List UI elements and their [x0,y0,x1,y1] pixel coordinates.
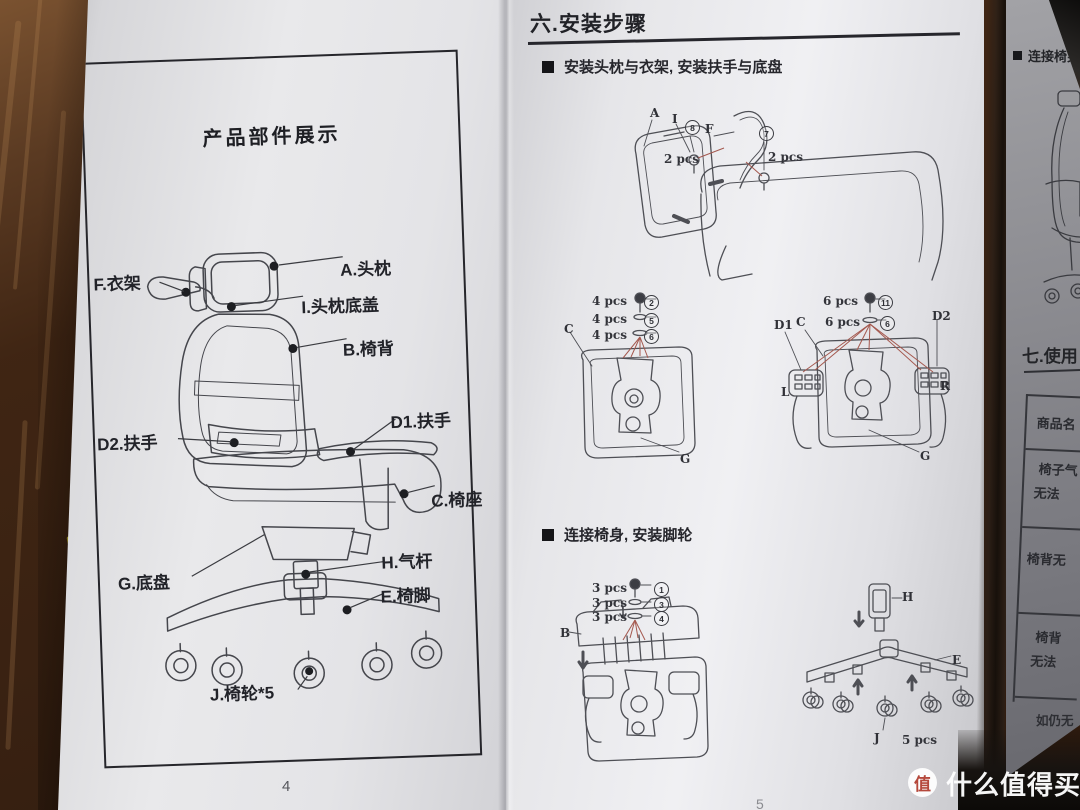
diag5-label-j: J [874,731,880,745]
table-row-divider [1025,448,1080,453]
table-row-divider [1022,525,1080,531]
step-1-title: 安装头枕与衣架, 安装扶手与底盘 [564,59,783,76]
diagram-base-casters [802,583,974,731]
part-label-seat: C.椅座 [430,490,483,511]
diag2-label-c: C [564,322,574,336]
diag3-label-g: G [920,449,931,463]
left-page: 产品部件展示 [58,0,506,810]
part-label-base: E.椅脚 [380,585,431,607]
diag2-hardware-2: 2 [644,295,659,310]
diag5-label-h: H [902,590,914,604]
diagram-armrests [784,292,950,453]
section-header-usage: 七.使用 [1022,347,1078,366]
parts-display-box: 产品部件展示 [79,49,483,769]
diag3-hardware-6: 6 [880,316,895,331]
smzdm-watermark-text: 什么值得买 [946,770,1080,800]
diag4-hardware-1: 1 [654,582,669,597]
smzdm-badge-icon: 值 [908,768,937,797]
diag2-qty-3: 4 pcs [592,328,627,342]
part-label-gas-lift: H.气杆 [381,551,433,573]
diag1-qty-left: 2 pcs [664,152,699,166]
middle-page-number: 5 [756,796,764,810]
part-label-casters: J.椅轮*5 [209,683,275,705]
table-row-divider [1014,695,1077,701]
diag4-hardware-3: 3 [654,597,669,612]
page-fold-crease [498,0,514,810]
usage-header-underline [1023,369,1080,373]
part-label-backrest: B.椅背 [342,339,395,360]
table-cell: 椅子气 [1038,461,1079,479]
diagram-backrest-connect [568,578,709,762]
step-bullet-icon [1013,51,1022,60]
diag1-label-i: I [672,112,678,126]
right-chair-diagram [1043,90,1080,304]
diag4-qty-3: 3 pcs [592,610,627,624]
diag2-qty-2: 4 pcs [592,312,627,326]
right-step-title: 连接椅身与 [1028,49,1080,64]
diag4-hardware-4: 4 [654,611,669,626]
table-row-divider [1018,611,1080,617]
middle-page: 六.安装步骤 安装头枕与衣架, 安装扶手与底盘 [506,0,984,810]
diag1-label-f: F [705,122,714,136]
step-bullet-icon [542,60,554,73]
part-label-headrest: A.头枕 [339,259,392,280]
parts-box-title: 产品部件展示 [202,123,341,151]
diagram-headrest-hanger [634,110,944,281]
part-label-armrest-d2: D2.扶手 [96,433,158,455]
right-step: 连接椅身与 [1013,46,1080,65]
label-anchor-dots [181,261,409,676]
table-cell: 椅背无 [1026,551,1067,568]
part-label-hanger: F.衣架 [93,273,142,295]
leader-lines [159,256,435,690]
table-cell: 无法 [1033,485,1061,502]
part-label-chassis: G.底盘 [117,572,171,594]
right-page: 连接椅身与 七.使用 商品名 椅子气 无法 椅背 [1006,0,1080,778]
table-header-cell: 商品名 [1036,415,1077,433]
table-cell: 无法 [1030,653,1057,670]
diag3-label-r: R [940,379,950,393]
diag3-label-l: L [781,385,790,399]
diag3-label-c: C [796,315,806,329]
diag2-hardware-5: 5 [644,313,659,328]
diag3-qty-1: 6 pcs [823,294,858,308]
table-footnote: 如仍无 [1036,714,1074,728]
diag5-qty: 5 pcs [902,733,937,747]
diag3-label-d2: D2 [932,309,951,323]
diag1-hardware-7: 7 [759,126,774,141]
wood-grain-streak [5,420,28,750]
diag5-label-e: E [952,653,962,667]
diag3-qty-2: 6 pcs [825,315,860,329]
diag3-hardware-11: 11 [878,295,893,310]
troubleshooting-table: 商品名 椅子气 无法 椅背无 椅背 无法 [1012,394,1080,705]
chair-side-view-diagram [146,251,443,690]
left-page-number: 4 [282,778,291,795]
step-bullet-icon [542,528,554,541]
diag4-label-b: B [560,626,571,640]
table-cell: 椅背 [1035,629,1062,646]
diag2-label-g: G [680,452,691,466]
diag2-hardware-6: 6 [644,329,659,344]
diag1-hardware-8: 8 [685,120,700,135]
section-header-assembly: 六.安装步骤 [530,13,647,36]
part-label-armrest-d1: D1.扶手 [390,411,452,433]
diagram-seat-mechanism [569,292,696,459]
step-2: 连接椅身, 安装脚轮 [542,524,692,545]
diag3-label-d1: D1 [774,318,793,332]
diag4-qty-2: 3 pcs [592,596,627,610]
diag4-qty-1: 3 pcs [592,581,627,595]
diag1-label-a: A [650,106,660,120]
part-label-headrest-cover: I.头枕底盖 [301,295,380,318]
step-2-title: 连接椅身, 安装脚轮 [564,527,693,544]
diag1-qty-right: 2 pcs [768,150,803,164]
diag2-qty-1: 4 pcs [592,294,627,308]
step-1: 安装头枕与衣架, 安装扶手与底盘 [542,56,782,77]
